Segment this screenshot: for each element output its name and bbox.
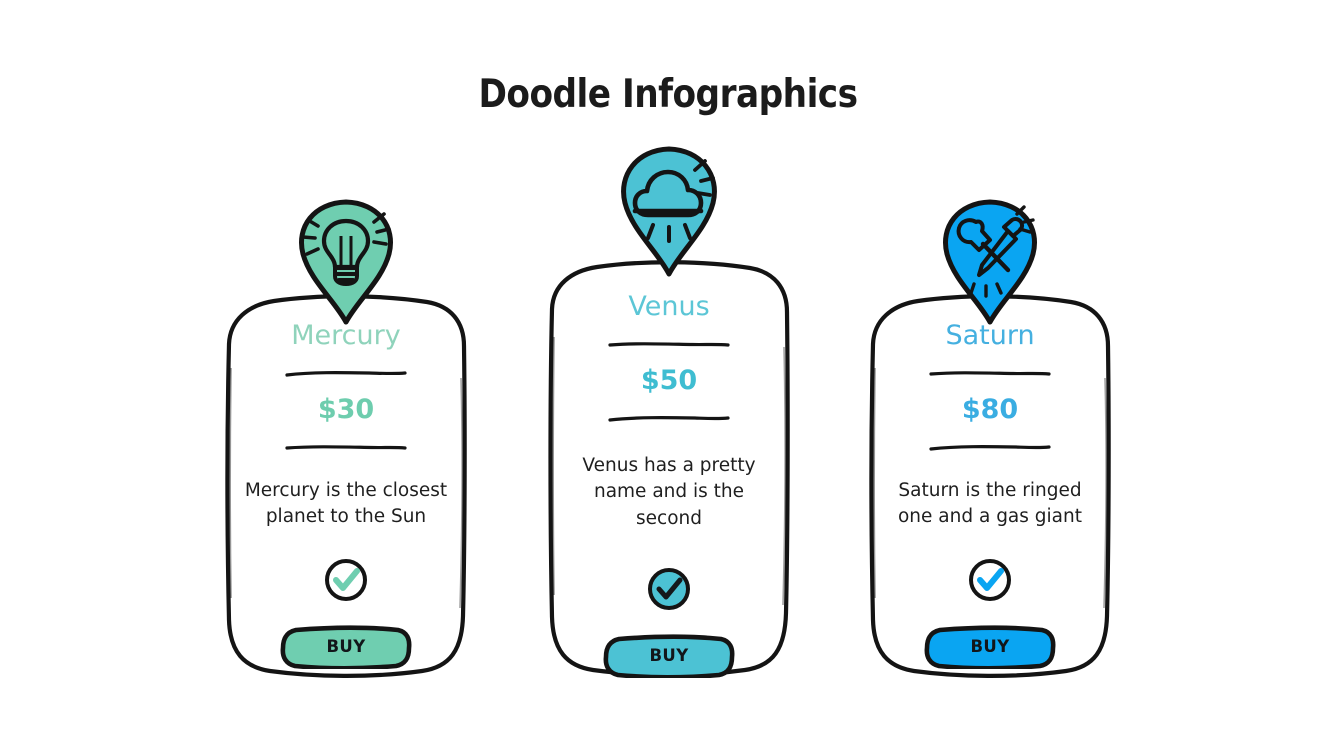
divider-bottom <box>608 416 730 422</box>
card-pin-venus <box>615 143 723 283</box>
check-circle-icon <box>648 567 690 610</box>
card-content: Saturn $80 Saturn is the ringed one and … <box>866 278 1114 686</box>
buy-button-label: BUY <box>970 637 1010 657</box>
buy-button-venus[interactable]: BUY <box>602 634 736 678</box>
divider-top <box>608 342 730 347</box>
buy-button-label: BUY <box>326 637 366 657</box>
plan-description: Venus has a pretty name and is the secon… <box>582 455 756 529</box>
check-circle-icon <box>325 558 367 601</box>
card-outline <box>869 294 1111 678</box>
card-content: Venus $50 Venus has a pretty name and is… <box>545 245 793 686</box>
plan-price: $30 <box>317 394 375 425</box>
buy-button-saturn[interactable]: BUY <box>923 624 1057 669</box>
buy-button-mercury[interactable]: BUY <box>279 624 413 669</box>
divider-top <box>285 371 407 377</box>
pricing-card-venus[interactable]: Venus $50 Venus has a pretty name and is… <box>545 146 793 686</box>
plan-name: Mercury <box>291 320 401 351</box>
plan-description: Mercury is the closest planet to the Sun <box>244 480 448 528</box>
buy-button-shape <box>603 634 735 678</box>
divider-bottom <box>929 445 1051 451</box>
check-circle-icon <box>969 558 1011 601</box>
buy-button-label: BUY <box>649 646 689 666</box>
page-title: Doodle Infographics <box>478 72 858 117</box>
buy-button-shape <box>280 624 412 669</box>
pricing-card-mercury[interactable]: Mercury $30 Mercury is the closest plane… <box>222 199 470 686</box>
plan-description: Saturn is the ringed one and a gas giant <box>897 480 1082 528</box>
buy-button-shape <box>924 624 1056 669</box>
pricing-card-saturn[interactable]: Saturn $80 Saturn is the ringed one and … <box>866 199 1114 686</box>
card-pin-mercury <box>294 196 398 330</box>
cloud-sun-rain-icon <box>621 146 717 277</box>
card-outline <box>548 260 790 677</box>
plan-name: Venus <box>628 291 710 322</box>
divider-bottom <box>285 445 407 450</box>
divider-top <box>929 371 1051 376</box>
plan-price: $80 <box>961 394 1019 425</box>
plan-name: Saturn <box>945 320 1035 351</box>
card-content: Mercury $30 Mercury is the closest plane… <box>222 278 470 686</box>
lightbulb-icon <box>299 199 393 325</box>
card-pin-saturn <box>938 196 1042 330</box>
plan-price: $50 <box>640 365 698 396</box>
wrench-screwdriver-icon <box>943 199 1037 325</box>
